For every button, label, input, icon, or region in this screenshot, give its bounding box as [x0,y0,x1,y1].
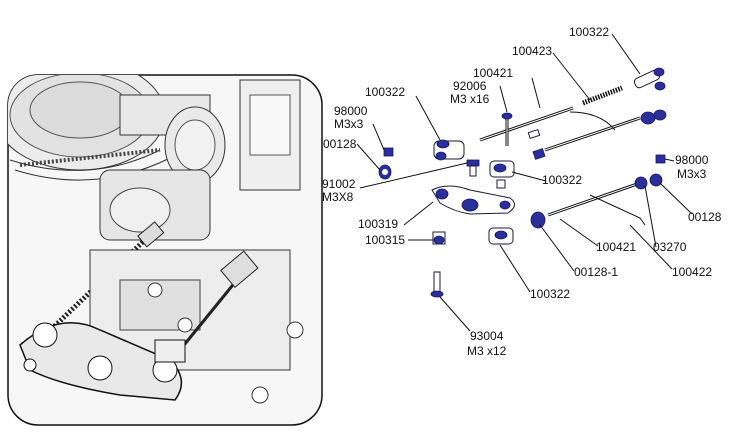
leader-lines [356,33,693,332]
part-98000-left [383,147,394,157]
assembly-illustration-inset [7,74,323,426]
label-03270: 03270 [653,240,687,254]
label-93004-size: M3 x12 [467,344,507,358]
label-100322-mid: 100322 [542,173,582,187]
part-100322-mid [489,160,515,189]
label-93004-num: 93004 [470,329,504,343]
label-100421-top: 100421 [473,66,513,80]
part-100421-top-rod [479,106,667,160]
label-98000-left-size: M3x3 [334,117,364,131]
label-98000-right-size: M3x3 [677,167,707,181]
part-91002-screw [466,159,480,177]
label-00128-left: 00128 [323,137,357,151]
part-100421-lower-rod [530,173,663,229]
label-100423: 100423 [512,44,552,58]
label-00128-right: 00128 [688,210,722,224]
label-92006-size: M3 x16 [450,92,490,106]
part-98000-right [655,154,666,164]
part-00128-left [378,164,392,180]
label-100421-bot: 100421 [596,240,636,254]
label-91002-size: M3X8 [322,190,354,204]
inset-drawing [8,75,304,404]
label-98000-left-num: 98000 [334,104,368,118]
label-100315: 100315 [365,233,405,247]
part-100322-top [633,67,666,91]
label-98000-right-num: 98000 [675,153,709,167]
label-100322-top: 100322 [569,25,609,39]
part-100322-bot [488,227,514,245]
part-92006-screw [501,112,513,146]
label-92006-num: 92006 [453,79,487,93]
part-labels: 100322 100423 100421 92006 M3 x16 100322… [322,25,722,358]
part-100315-bushing [432,231,446,245]
label-00128-1: 00128-1 [574,265,618,279]
exploded-view: 100322 100423 100421 92006 M3 x16 100322… [322,25,722,358]
label-100322-left: 100322 [365,85,405,99]
part-100322-left [433,139,465,161]
part-93004-screw [430,271,444,298]
label-91002-num: 91002 [322,177,356,191]
part-100423-spring [582,85,623,106]
part-100319-bellcrank [431,185,515,215]
label-100322-bot: 100322 [530,287,570,301]
label-100422: 100422 [672,265,712,279]
label-100319: 100319 [358,217,398,231]
